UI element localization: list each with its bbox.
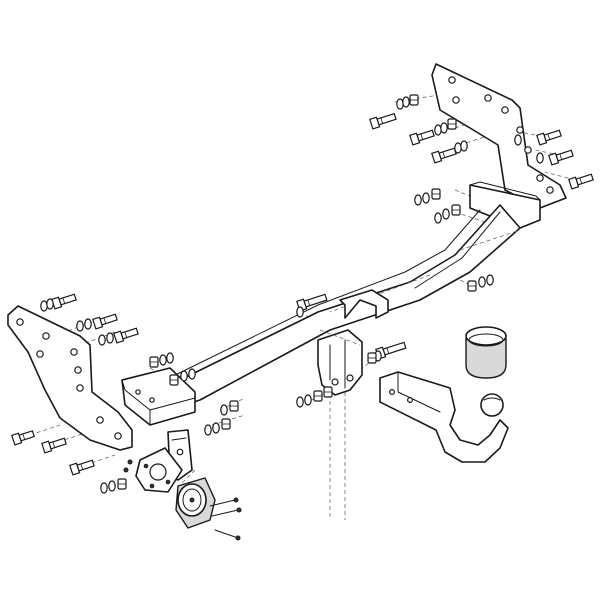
washer-icon: [108, 480, 116, 492]
washer-icon: [454, 142, 462, 154]
bolt-icon: [92, 313, 118, 330]
nut-icon: [313, 390, 323, 402]
nut-icon: [467, 280, 477, 292]
bolt-icon: [548, 149, 574, 166]
nut-icon: [149, 356, 159, 368]
washer-icon: [40, 300, 48, 312]
bolt-icon: [369, 112, 397, 130]
tow-ball-cover: [465, 326, 507, 379]
washer-icon: [304, 394, 312, 406]
bolt-icon: [41, 437, 67, 454]
washer-icon: [204, 424, 212, 436]
washer-icon: [159, 354, 167, 366]
nut-icon: [169, 374, 179, 386]
bolt-icon: [431, 147, 457, 164]
washer-icon: [486, 274, 494, 286]
washer-icon: [188, 368, 196, 380]
socket-icon: [175, 477, 216, 529]
washer-icon: [478, 276, 486, 288]
washer-icon: [296, 306, 304, 318]
washer-icon: [536, 152, 544, 164]
washer-icon: [84, 318, 92, 330]
nut-icon: [229, 400, 239, 412]
washer-icon: [106, 332, 114, 344]
nut-icon: [367, 352, 377, 364]
washer-icon: [434, 124, 442, 136]
washer-icon: [402, 96, 410, 108]
washer-icon: [434, 212, 442, 224]
nut-icon: [323, 386, 333, 398]
centre-mounting-bracket: [317, 289, 389, 396]
washer-icon: [442, 208, 450, 220]
washer-icon: [460, 140, 468, 152]
washer-icon: [212, 422, 220, 434]
bolt-icon: [69, 459, 95, 476]
washer-icon: [180, 370, 188, 382]
bolt-icon: [568, 173, 594, 190]
socket-screws: [123, 459, 242, 541]
bolt-icon: [113, 327, 139, 344]
socket-bracket: [135, 429, 193, 493]
washer-icon: [220, 404, 228, 416]
washer-icon: [396, 98, 404, 110]
nut-icon: [221, 418, 231, 430]
washer-icon: [98, 334, 106, 346]
nut-icon: [451, 204, 461, 216]
bolt-icon: [11, 430, 35, 446]
washer-icon: [100, 482, 108, 494]
nut-icon: [447, 118, 457, 130]
washer-icon: [514, 134, 522, 146]
nut-icon: [117, 478, 127, 490]
washer-icon: [414, 194, 422, 206]
washer-icon: [166, 352, 174, 364]
bolt-icon: [51, 293, 77, 310]
washer-icon: [76, 320, 84, 332]
nut-icon: [431, 188, 441, 200]
bolt-icon: [409, 129, 435, 146]
left-bracket-plate: [7, 305, 133, 451]
washer-icon: [422, 192, 430, 204]
bolt-icon: [536, 129, 562, 146]
nut-icon: [409, 94, 419, 106]
fastener-set: [11, 94, 594, 494]
tow-ball-neck: [379, 371, 509, 463]
washer-icon: [440, 122, 448, 134]
washer-icon: [296, 396, 304, 408]
washer-icon: [46, 298, 54, 310]
